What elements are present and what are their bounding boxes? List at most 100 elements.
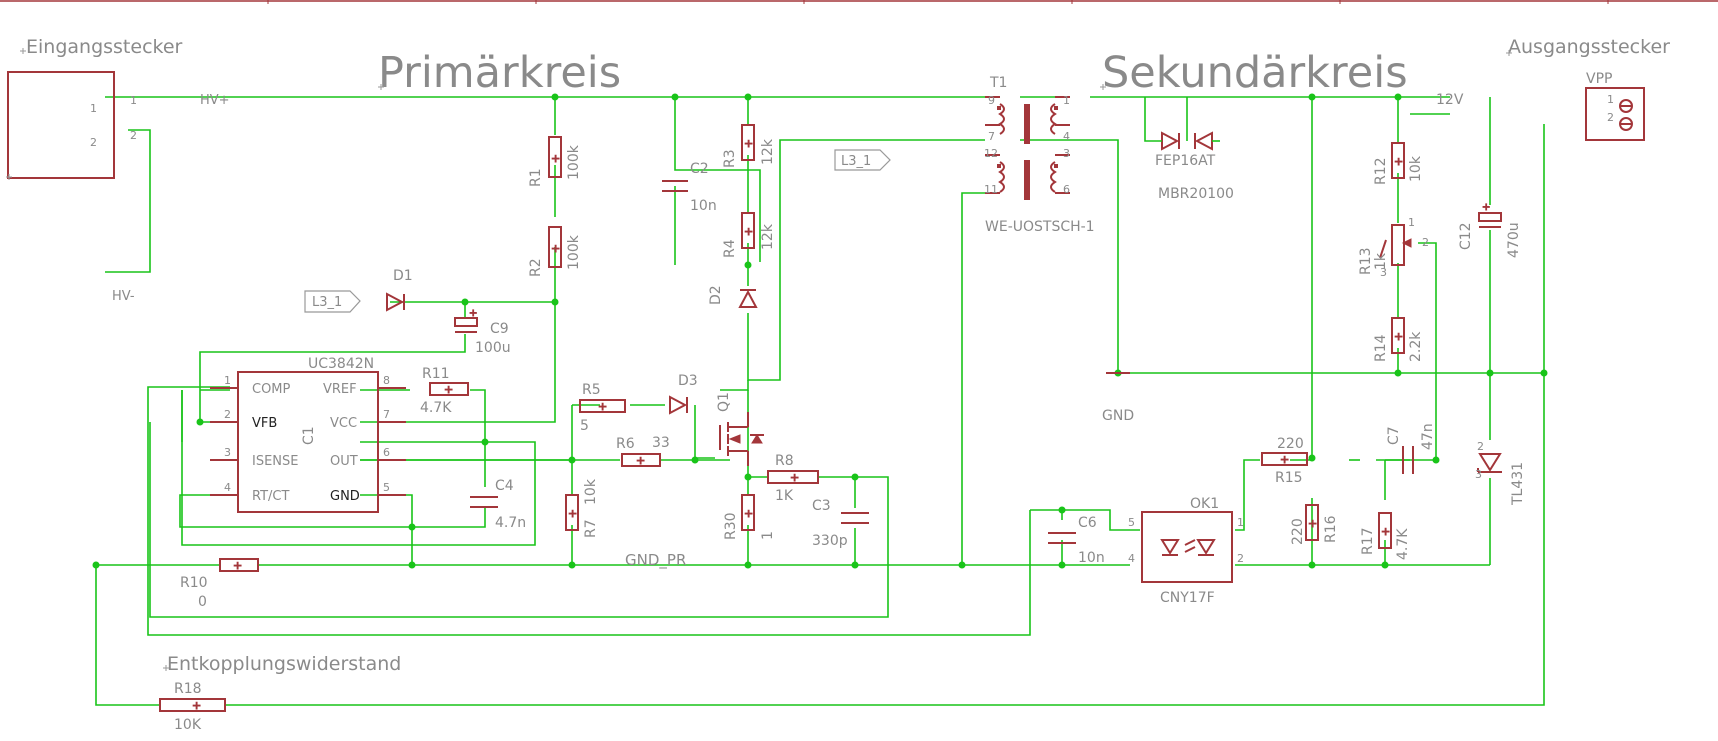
svg-text:+: + [444,383,453,396]
r16-name: R16 [1323,515,1339,543]
input-pin-2: 2 [90,136,97,149]
gnd-symbol: GND [1102,372,1134,424]
resistor-r18: + R18 10K Entkopplungswiderstand [159,653,401,733]
r3-name: R3 [722,149,738,168]
c3-value: 330p [812,533,848,549]
tl431-pin-3: 3 [1475,468,1482,481]
diode-name: FEP16AT [1155,153,1216,169]
diode-d3: D3 [669,373,698,415]
svg-text:+: + [1381,525,1390,538]
ic-label-gnd: GND [330,489,360,504]
t1-pin-6: 6 [1063,183,1070,196]
r5-name: R5 [582,382,601,398]
r1-value: 100k [566,144,582,180]
net-label-l3-left: L3_1 [304,290,361,313]
ic-pin-4: 4 [224,481,231,494]
resistor-r3: + R3 12k [722,124,776,168]
capacitor-c6: C6 10n [1048,515,1105,566]
c2-name: C2 [690,161,709,177]
resistor-r1: + R1 100k [528,136,582,187]
r13-pin-2: 2 [1422,236,1429,249]
c6-value: 10n [1078,550,1105,566]
junctions [92,93,1548,569]
svg-text:+: + [568,507,577,520]
resistor-r12: + R12 10k [1373,142,1424,185]
ic-label-vcc: VCC [330,416,357,431]
vpp-pin-2: 2 [1607,111,1614,124]
output-connector: VPP 1 2 Ausgangsstecker [1508,36,1670,141]
l3-right-text: L3_1 [841,154,871,169]
optocoupler-ok1: OK1 CNY17F 5 4 1 2 [1128,496,1244,606]
vpp-name: VPP [1586,71,1612,87]
diode-part: MBR20100 [1158,186,1234,202]
r15-name: R15 [1275,470,1303,486]
input-connector-title: Eingangsstecker [26,36,183,58]
c12-value: 470u [1506,222,1522,258]
ic-pin-1: 1 [224,374,231,387]
capacitor-c7: C7 47n [1386,423,1436,474]
ic-label-comp: COMP [252,382,291,397]
ic-label-rtct: RT/CT [252,489,289,504]
svg-text:+: + [1280,453,1289,466]
svg-text:+: + [744,137,753,150]
svg-text:+: + [192,699,201,712]
t1-pin-7: 7 [988,130,995,143]
svg-text:+: + [790,471,799,484]
ok1-pin-5: 5 [1128,516,1135,529]
d3-name: D3 [678,373,698,389]
svg-text:+: + [1394,155,1403,168]
capacitor-c4: C4 4.7n [470,478,526,531]
r7-value: 10k [583,478,599,505]
ok1-name: OK1 [1190,496,1219,512]
r17-name: R17 [1360,527,1376,555]
resistor-r11: + R11 4.7K [420,366,469,416]
output-connector-title: Ausgangsstecker [1508,36,1670,58]
decoupling-note: Entkopplungswiderstand [167,653,401,675]
d2-name: D2 [708,285,724,305]
secondary-section-title: Sekundärkreis [1102,48,1408,98]
shunt-regulator-tl431: 2 3 TL431 [1475,440,1526,506]
capacitor-c3: C3 330p [812,498,869,549]
tl431-pin-2: 2 [1477,440,1484,453]
r13-name: R13 [1358,247,1374,275]
r12-name: R12 [1373,157,1389,185]
t1-pin-4: 4 [1063,130,1070,143]
resistor-r15: + 220 R15 [1261,436,1308,486]
r18-value: 10K [174,717,202,733]
resistor-r17: + R17 4.7K [1360,512,1411,560]
ic-pin-2: 2 [224,408,231,421]
c7-value: 47n [1420,423,1436,450]
resistor-r14: + R14 2.2k [1373,317,1424,362]
c3-name: C3 [812,498,831,514]
r1-name: R1 [528,168,544,187]
resistor-r2: + R2 100k [528,226,582,277]
resistor-r8: + R8 1K [767,453,819,504]
ok1-pin-2: 2 [1237,552,1244,565]
ic-label-vfb: VFB [252,416,277,431]
r30-name: R30 [723,512,739,540]
svg-text:+: + [551,242,560,255]
ic-pin-7: 7 [383,408,390,421]
ic-pin-6: 6 [383,446,390,459]
r4-value: 12k [760,223,776,250]
potentiometer-r13: R13 1k 1 2 3 [1358,216,1429,279]
d1-name: D1 [393,268,413,284]
r2-name: R2 [528,258,544,277]
c2-value: 10n [690,198,717,214]
capacitor-c9: + C9 100u [454,308,511,356]
r14-value: 2.2k [1408,331,1424,362]
net-hv-plus: HV+ [200,93,230,108]
resistor-r6: + R6 33 [616,435,670,468]
svg-text:+: + [469,308,477,319]
resistor-r16: + 220 R16 [1290,504,1339,545]
resistor-r10: + R10 0 [180,558,259,610]
diode-d1: D1 [386,268,413,312]
svg-text:+: + [233,559,242,572]
ic-label-out: OUT [330,454,358,469]
primary-section-title: Primärkreis [378,48,621,98]
r17-value: 4.7K [1395,528,1411,560]
r30-value: 1 [760,531,776,540]
r10-value: 0 [198,594,207,610]
ok1-pin-4: 4 [1128,552,1135,565]
